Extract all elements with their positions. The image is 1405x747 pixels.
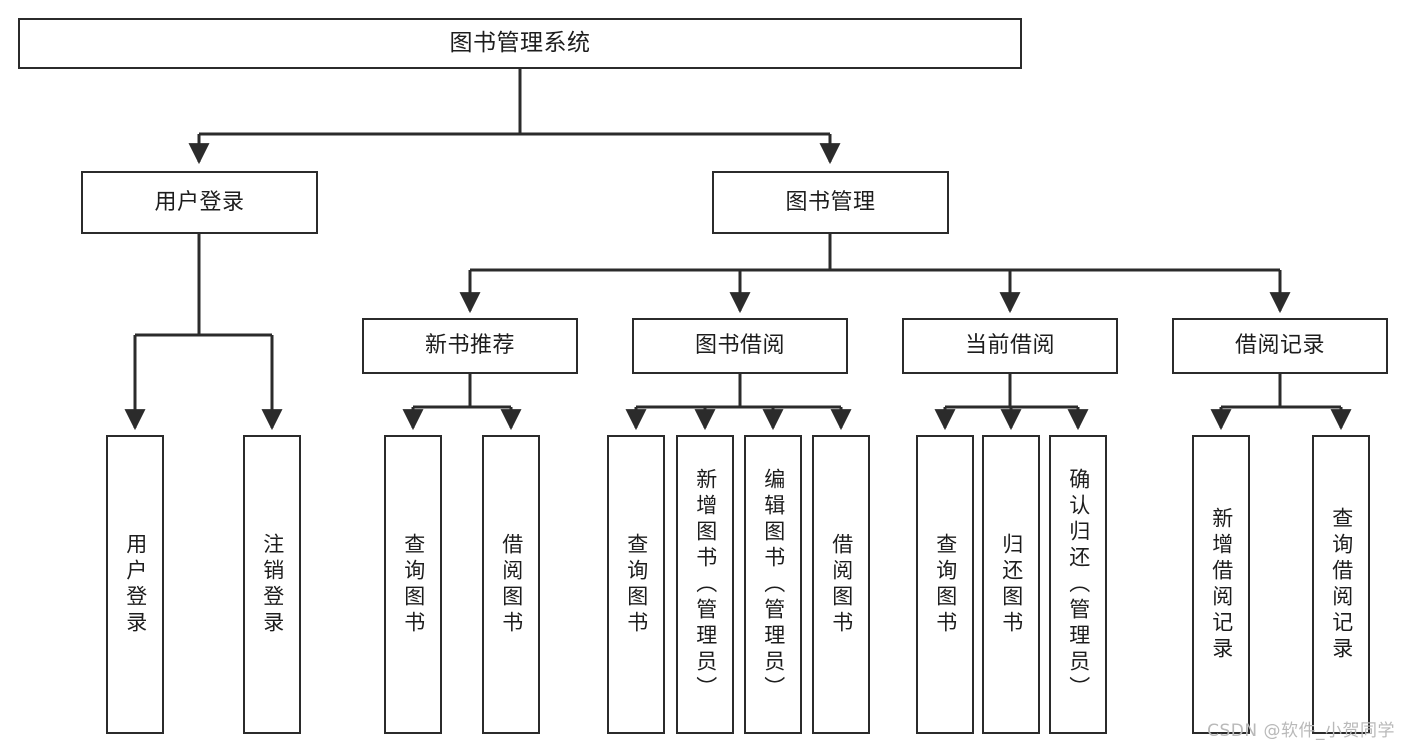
node-book-borrow-label: 图书借阅 [694,333,785,359]
leaf-borrow-add-book-label: 新增图书（管理员） [693,467,718,702]
node-root[interactable]: 图书管理系统 [18,18,1022,69]
node-user-login[interactable]: 用户登录 [81,171,318,234]
leaf-borrow-borrow-book[interactable]: 借阅图书 [812,435,870,734]
leaf-borrow-add-book[interactable]: 新增图书（管理员） [676,435,734,734]
leaf-current-query-book-label: 查询图书 [933,532,958,637]
leaf-new-book-borrow[interactable]: 借阅图书 [482,435,540,734]
node-book-management[interactable]: 图书管理 [712,171,949,234]
leaf-current-return-book-label: 归还图书 [999,532,1024,637]
node-book-management-label: 图书管理 [785,189,876,215]
node-borrow-records-label: 借阅记录 [1234,333,1325,359]
leaf-user-login-signout-label: 注销登录 [260,532,285,637]
leaf-user-login-signout[interactable]: 注销登录 [243,435,301,734]
leaf-records-add[interactable]: 新增借阅记录 [1192,435,1250,734]
leaf-records-add-label: 新增借阅记录 [1209,506,1234,663]
node-root-label: 图书管理系统 [449,29,591,56]
leaf-borrow-edit-book[interactable]: 编辑图书（管理员） [744,435,802,734]
node-new-book-recommend[interactable]: 新书推荐 [362,318,578,374]
node-user-login-label: 用户登录 [154,189,245,215]
leaf-user-login-signin[interactable]: 用户登录 [106,435,164,734]
leaf-borrow-query-book[interactable]: 查询图书 [607,435,665,734]
leaf-borrow-borrow-book-label: 借阅图书 [829,532,854,637]
leaf-records-query[interactable]: 查询借阅记录 [1312,435,1370,734]
node-borrow-records[interactable]: 借阅记录 [1172,318,1388,374]
node-book-borrow[interactable]: 图书借阅 [632,318,848,374]
leaf-borrow-query-book-label: 查询图书 [624,532,649,637]
node-current-borrow[interactable]: 当前借阅 [902,318,1118,374]
leaf-new-book-borrow-label: 借阅图书 [499,532,524,637]
leaf-current-confirm-return[interactable]: 确认归还（管理员） [1049,435,1107,734]
leaf-current-query-book[interactable]: 查询图书 [916,435,974,734]
leaf-current-return-book[interactable]: 归还图书 [982,435,1040,734]
leaf-new-book-query[interactable]: 查询图书 [384,435,442,734]
leaf-new-book-query-label: 查询图书 [401,532,426,637]
leaf-records-query-label: 查询借阅记录 [1329,506,1354,663]
leaf-user-login-signin-label: 用户登录 [123,532,148,637]
leaf-borrow-edit-book-label: 编辑图书（管理员） [761,467,786,702]
leaf-current-confirm-return-label: 确认归还（管理员） [1066,467,1091,702]
node-new-book-recommend-label: 新书推荐 [424,333,515,359]
watermark-text: CSDN @软件_小贺同学 [1207,721,1395,741]
node-current-borrow-label: 当前借阅 [964,333,1055,359]
